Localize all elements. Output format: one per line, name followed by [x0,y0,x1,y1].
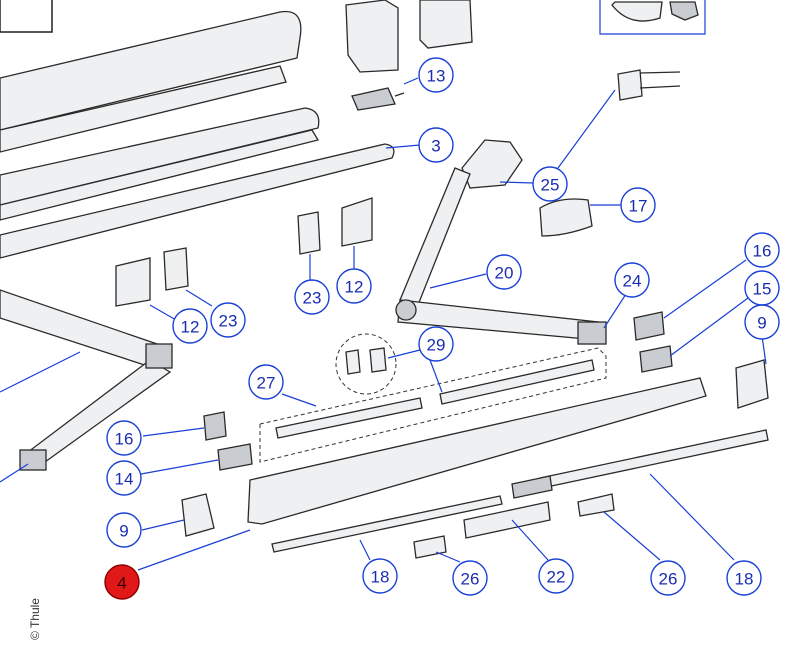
callout-12-left: 12 [172,308,208,344]
callout-26-right-label: 26 [659,570,678,589]
callout-27: 27 [248,364,284,400]
part-25-bracket [461,139,523,189]
callout-27-label: 27 [257,374,276,393]
callout-17: 17 [620,187,656,223]
callout-4-label: 4 [117,574,126,593]
callout-23-upper-label: 23 [303,289,322,308]
part-29-clip-b [369,347,387,373]
callout-3-label: 3 [431,137,440,156]
part-26-right [577,493,615,517]
part-23-left [163,247,189,291]
left-arm [0,289,173,471]
part-23-upper [297,211,321,255]
part-25-connector [617,69,681,101]
rod-coupler [511,475,553,499]
part-29-clip-a [345,349,361,375]
dashed-circle-29 [335,333,397,395]
part-9-left [181,493,215,537]
end-cap-parts-top [345,0,473,73]
callout-18-right-label: 18 [735,570,754,589]
callout-15-label: 15 [753,280,772,299]
callout-4: 4 [104,564,140,600]
callout-14: 14 [106,460,142,496]
callout-18-left-label: 18 [371,568,390,587]
inset-frame-topleft [0,0,53,33]
callout-24-label: 24 [623,272,642,291]
part-16-right [633,311,665,341]
callout-16-left: 16 [106,420,142,456]
part-13 [351,87,396,111]
part-12-left [115,257,151,307]
callout-12-upper-label: 12 [345,278,364,297]
part-12-upper [341,197,373,247]
part-16-left [203,411,227,441]
inset-bracket-parts [611,1,699,22]
callout-29-label: 29 [427,336,446,355]
callout-16-right-label: 16 [753,242,772,261]
part-27-rod-right [439,359,595,405]
callout-20-label: 20 [495,264,514,283]
callout-25: 25 [532,166,568,202]
part-20-right-arm [395,167,607,345]
callout-16-right: 16 [744,232,780,268]
part-15 [639,345,673,373]
callout-16-left-label: 16 [115,430,134,449]
callout-15: 15 [744,270,780,306]
callout-25-label: 25 [541,176,560,195]
callout-9-right-label: 9 [757,314,766,333]
callout-20: 20 [486,254,522,290]
part-14 [217,443,253,471]
callout-26-left-label: 26 [461,570,480,589]
part-22 [463,501,551,539]
dashed-group-27-29 [259,347,607,463]
callout-26-right: 26 [650,560,686,596]
callout-17-label: 17 [629,197,648,216]
callout-12-left-label: 12 [181,318,200,337]
callout-3: 3 [418,127,454,163]
leader-lines [0,77,767,571]
callout-18-left: 18 [362,558,398,594]
callout-22-label: 22 [547,568,566,587]
part-27-rod [275,397,423,439]
callout-13: 13 [418,57,454,93]
part-17 [539,198,593,237]
callout-12-upper: 12 [336,268,372,304]
part-4-front-bar [247,377,707,525]
callout-23-left: 23 [210,302,246,338]
callout-9-right: 9 [744,304,780,340]
callout-23-upper: 23 [294,279,330,315]
callout-23-left-label: 23 [219,312,238,331]
callout-9-left-label: 9 [119,522,128,541]
roller-cover-assembly [0,10,395,259]
callout-18-right: 18 [726,560,762,596]
callout-13-label: 13 [427,67,446,86]
callout-14-label: 14 [115,470,134,489]
inset-frame-topright [599,0,706,35]
callout-26-left: 26 [452,560,488,596]
callout-29: 29 [418,326,454,362]
callout-22: 22 [538,558,574,594]
callout-9-left: 9 [106,512,142,548]
part-18-left-rod [271,495,503,553]
part-9-right [735,359,769,409]
copyright-notice: © Thule [28,598,42,640]
callout-24: 24 [614,262,650,298]
part-18-right-rod [539,429,769,489]
